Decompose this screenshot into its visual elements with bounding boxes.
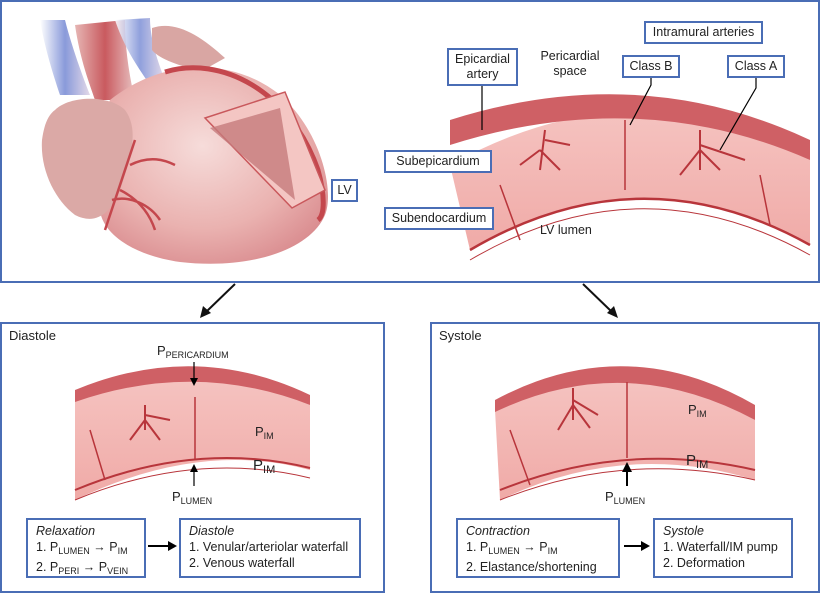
myocardium xyxy=(450,111,810,250)
heart-illustration xyxy=(40,18,328,264)
endocardium-line-2 xyxy=(469,208,811,261)
class-b-leader xyxy=(629,75,652,126)
p-im-lower-label-systole: PIM xyxy=(686,452,709,471)
aorta xyxy=(75,20,135,100)
lv-lumen-label: LV lumen xyxy=(540,223,592,237)
arrow-contraction-to-systole xyxy=(624,541,650,551)
epicardial-artery-label: Epicardial artery xyxy=(447,48,518,86)
pulmonary-vessel xyxy=(115,18,165,85)
relaxation-box: Relaxation 1. PLUMEN → PIM 2. PPERI → PV… xyxy=(26,518,146,578)
relaxation-item-1: 1. PLUMEN → PIM xyxy=(36,540,128,556)
lv-label: LV xyxy=(331,179,358,202)
p-lumen-label-diastole: PLUMEN xyxy=(172,489,213,506)
p-im-lower-label: PIM xyxy=(253,457,276,476)
systole-wall-section xyxy=(495,366,756,501)
subepicardium-label: Subepicardium xyxy=(384,150,492,173)
p-pericardium-arrow xyxy=(190,362,198,386)
diastole-title: Diastole xyxy=(9,328,56,343)
intramural-arteries-label: Intramural arteries xyxy=(644,21,763,44)
arrow-to-diastole xyxy=(200,283,236,318)
contraction-item-1: 1. PLUMEN → PIM xyxy=(466,540,558,556)
class-a-leader xyxy=(719,75,757,151)
p-lumen-arrow-diastole xyxy=(190,464,198,486)
p-im-upper-label: PIM xyxy=(255,424,274,441)
pericardial-space-label: Pericardial space xyxy=(540,49,600,78)
diastole-mechanism-box: Diastole 1. Venular/arteriolar waterfall… xyxy=(179,518,361,578)
epicardium-band xyxy=(450,94,810,160)
systole-mechanism-box: Systole 1. Waterfall/IM pump 2. Deformat… xyxy=(653,518,793,578)
p-pericardium-label: PPERICARDIUM xyxy=(157,343,229,360)
top-wall-section xyxy=(450,94,811,261)
arrow-relaxation-to-diastole xyxy=(148,541,177,551)
p-lumen-arrow-systole xyxy=(622,462,632,486)
p-im-upper-label-systole: PIM xyxy=(688,402,707,419)
class-a-label: Class A xyxy=(727,55,785,78)
systole-title: Systole xyxy=(439,328,482,343)
right-atrium xyxy=(41,98,133,219)
left-atrium xyxy=(152,25,225,72)
intramural-vessels xyxy=(519,129,746,176)
relaxation-item-2: 2. PPERI → PVEIN xyxy=(36,560,129,576)
vena-cava xyxy=(40,20,90,95)
subendocardium-label: Subendocardium xyxy=(384,207,494,230)
cutaway-cavity xyxy=(210,108,295,200)
arrow-to-systole xyxy=(582,283,618,318)
diastole-wall-section xyxy=(74,366,311,501)
contraction-box: Contraction 1. PLUMEN → PIM 2. Elastance… xyxy=(456,518,620,578)
coronary-branches xyxy=(103,139,176,231)
class-b-label: Class B xyxy=(622,55,680,78)
p-lumen-label-systole: PLUMEN xyxy=(605,489,646,506)
